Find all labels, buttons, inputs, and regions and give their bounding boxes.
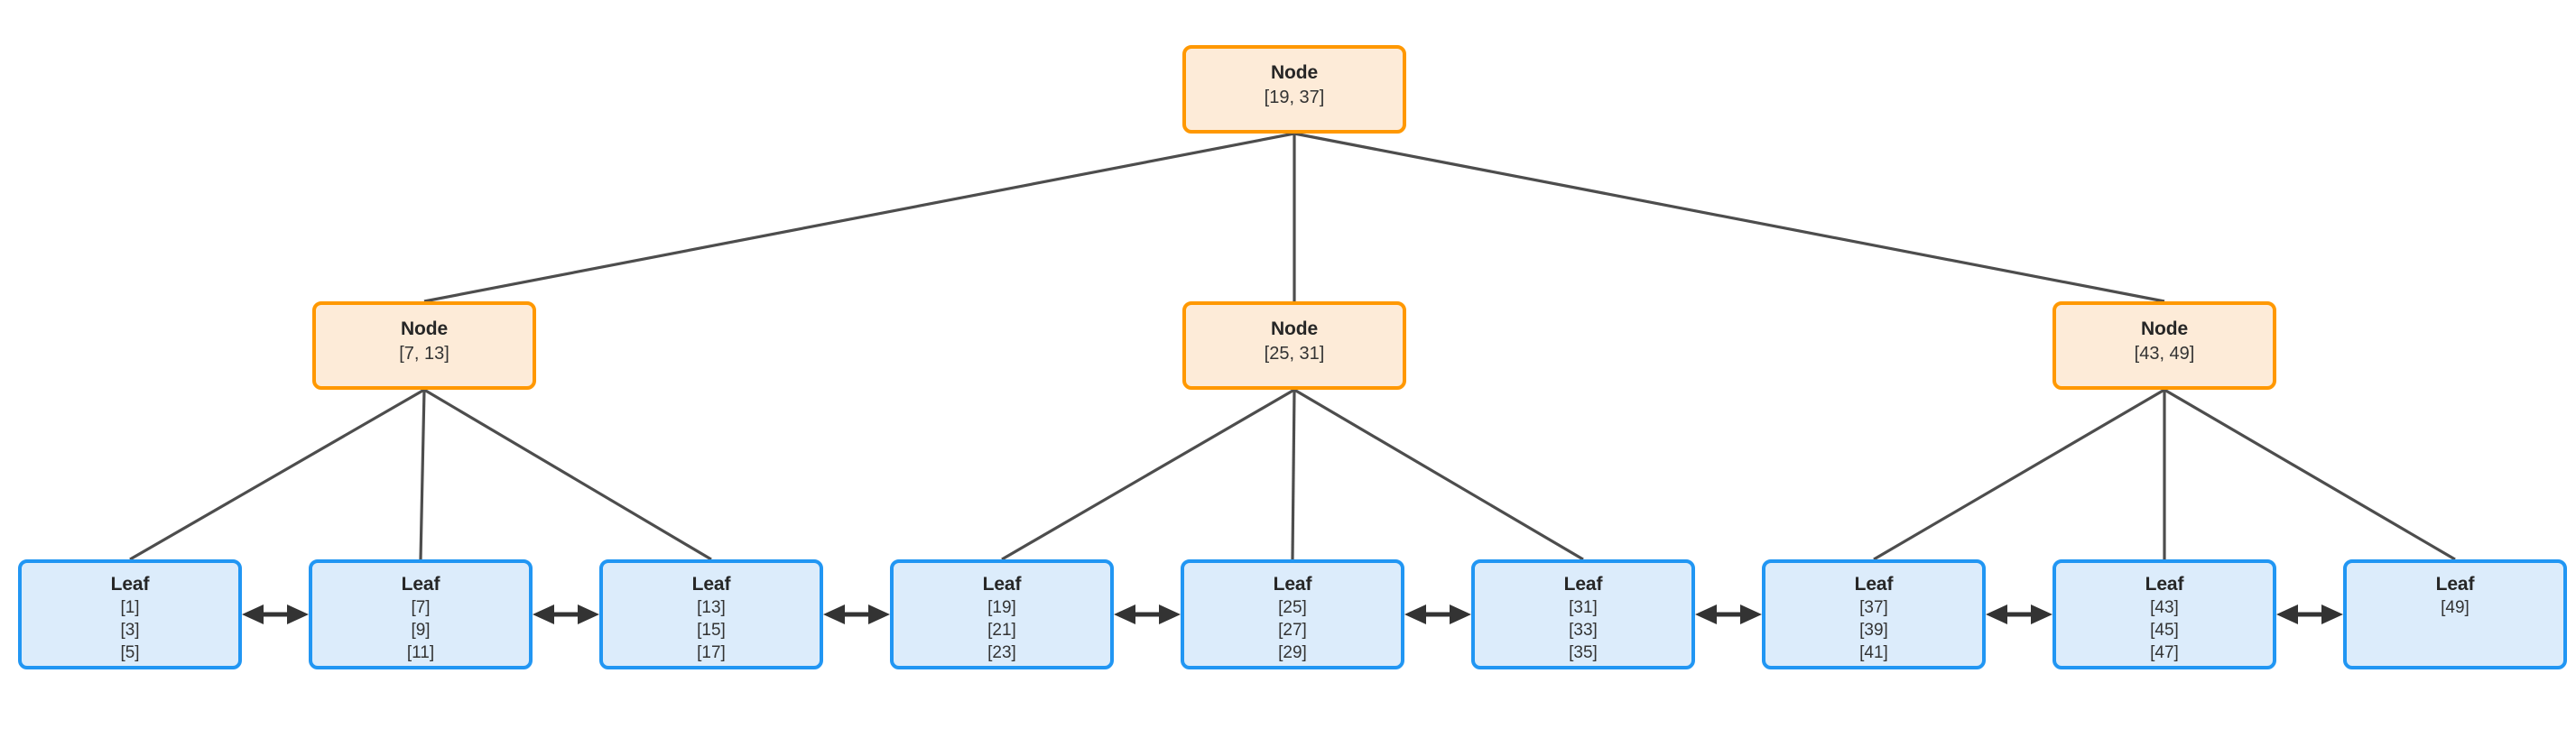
leaf-node-1-key: [1]: [120, 598, 140, 617]
internal-node-1-title: Node: [400, 318, 449, 339]
leaf-node-5-key: [29]: [1278, 643, 1307, 662]
leaf-node-9[interactable]: Leaf [49]: [2343, 559, 2567, 669]
root-node-range: [19, 37]: [1264, 88, 1325, 107]
edge-node-2-to-leaf-4: [1001, 388, 1295, 561]
leaf-node-6-key: [31]: [1569, 598, 1598, 617]
leaf-node-2-key: [11]: [406, 643, 435, 662]
leaf-node-6-title: Leaf: [1563, 574, 1603, 595]
leaf-node-1-key: [3]: [120, 621, 140, 640]
leaf-link-arrow: [1986, 604, 2052, 624]
leaf-node-3-key: [15]: [697, 621, 726, 640]
edge-node-2-to-leaf-5: [1291, 389, 1296, 560]
leaf-node-9-key: [49]: [2441, 598, 2469, 617]
internal-node-3-title: Node: [2140, 318, 2189, 339]
leaf-node-2[interactable]: Leaf [7] [9] [11]: [309, 559, 533, 669]
leaf-node-2-title: Leaf: [401, 574, 440, 595]
leaf-node-7-key: [41]: [1859, 643, 1888, 662]
leaf-node-4-key: [23]: [987, 643, 1016, 662]
leaf-node-8-key: [45]: [2150, 621, 2179, 640]
leaf-node-1-key: [5]: [120, 643, 140, 662]
edge-root-to-node-1: [423, 132, 1295, 303]
root-node[interactable]: Node [19, 37]: [1182, 45, 1406, 134]
leaf-node-2-key: [9]: [411, 621, 431, 640]
leaf-link-arrow: [533, 604, 599, 624]
leaf-node-1[interactable]: Leaf [1] [3] [5]: [18, 559, 242, 669]
edge-node-3-to-leaf-9: [2164, 388, 2456, 561]
leaf-node-5-title: Leaf: [1273, 574, 1312, 595]
leaf-node-5-key: [27]: [1278, 621, 1307, 640]
edge-root-to-node-3: [1293, 132, 2165, 303]
leaf-link-arrow: [242, 604, 309, 624]
leaf-node-4-key: [19]: [987, 598, 1016, 617]
leaf-node-7-key: [37]: [1859, 598, 1888, 617]
leaf-node-7-title: Leaf: [1854, 574, 1894, 595]
edge-node-1-to-leaf-2: [419, 389, 426, 560]
edge-node-2-to-leaf-6: [1293, 388, 1584, 561]
internal-node-1[interactable]: Node [7, 13]: [312, 301, 536, 390]
leaf-node-8-key: [43]: [2150, 598, 2179, 617]
edge-node-1-to-leaf-3: [423, 388, 712, 561]
leaf-node-4-key: [21]: [987, 621, 1016, 640]
leaf-node-8-title: Leaf: [2145, 574, 2184, 595]
internal-node-2-range: [25, 31]: [1264, 344, 1325, 364]
internal-node-2[interactable]: Node [25, 31]: [1182, 301, 1406, 390]
leaf-node-5-key: [25]: [1278, 598, 1307, 617]
leaf-node-3-key: [17]: [697, 643, 726, 662]
leaf-node-8-key: [47]: [2150, 643, 2179, 662]
leaf-node-8[interactable]: Leaf [43] [45] [47]: [2052, 559, 2276, 669]
leaf-node-3-key: [13]: [697, 598, 726, 617]
leaf-node-7-key: [39]: [1859, 621, 1888, 640]
root-node-title: Node: [1270, 62, 1319, 83]
edge-node-1-to-leaf-1: [129, 388, 425, 561]
leaf-node-9-title: Leaf: [2435, 574, 2475, 595]
leaf-node-6[interactable]: Leaf [31] [33] [35]: [1471, 559, 1695, 669]
leaf-link-arrow: [1695, 604, 1762, 624]
internal-node-2-title: Node: [1270, 318, 1319, 339]
leaf-link-arrow: [1404, 604, 1471, 624]
leaf-node-6-key: [33]: [1569, 621, 1598, 640]
leaf-node-4[interactable]: Leaf [19] [21] [23]: [890, 559, 1114, 669]
leaf-node-2-key: [7]: [411, 598, 431, 617]
leaf-node-6-key: [35]: [1569, 643, 1598, 662]
leaf-link-arrow: [1114, 604, 1181, 624]
leaf-node-3[interactable]: Leaf [13] [15] [17]: [599, 559, 823, 669]
leaf-node-7[interactable]: Leaf [37] [39] [41]: [1762, 559, 1986, 669]
leaf-node-4-title: Leaf: [982, 574, 1022, 595]
internal-node-3-range: [43, 49]: [2134, 344, 2195, 364]
leaf-link-arrow: [2276, 604, 2343, 624]
internal-node-1-range: [7, 13]: [399, 344, 449, 364]
edge-node-3-to-leaf-7: [1873, 388, 2165, 561]
leaf-node-1-title: Leaf: [110, 574, 150, 595]
leaf-node-5[interactable]: Leaf [25] [27] [29]: [1181, 559, 1404, 669]
leaf-node-3-title: Leaf: [691, 574, 731, 595]
internal-node-3[interactable]: Node [43, 49]: [2052, 301, 2276, 390]
leaf-link-arrow: [823, 604, 890, 624]
